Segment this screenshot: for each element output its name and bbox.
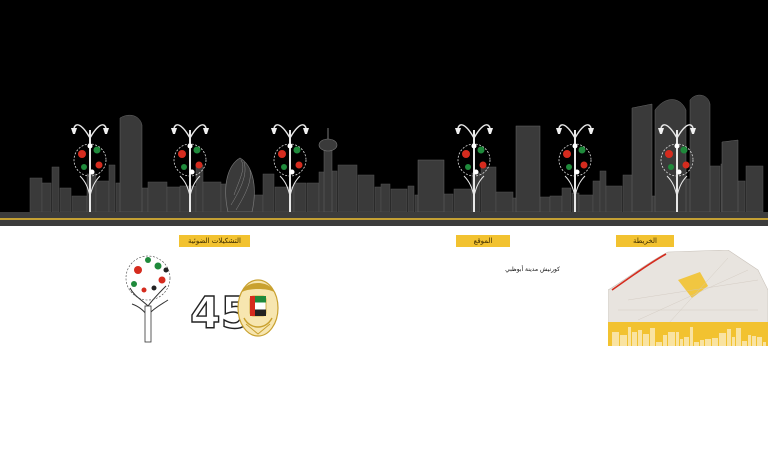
- map-corniche-route: [611, 253, 667, 291]
- observation-tower-shaft: [323, 149, 333, 213]
- street-lamps: [71, 124, 696, 212]
- section-tag-map: الخريطة: [616, 235, 674, 247]
- uae-emblem-icon: [237, 279, 279, 337]
- street-lamp-icon: [171, 124, 209, 212]
- street-lamp-icon: [556, 124, 594, 212]
- street-lamp-icon: [271, 124, 309, 212]
- section-tag-location: الموقع: [456, 235, 510, 247]
- street-lamp-icon: [658, 124, 696, 212]
- street-lamp-icon: [71, 124, 109, 212]
- curved-tower-left: [119, 114, 143, 213]
- location-map: [608, 250, 768, 346]
- twin-towers-right: [631, 103, 653, 213]
- section-tag-lights: التشكيلات الضوئية: [179, 235, 250, 247]
- observation-tower-pod: [318, 138, 338, 152]
- street-lamp-icon: [455, 124, 493, 212]
- light-formation-design: 45: [125, 255, 279, 343]
- gherkin-tower: [225, 157, 255, 213]
- flag-tree-icon: [125, 255, 171, 343]
- skyline-hero: [0, 0, 768, 232]
- landmark-buildings: [119, 94, 739, 213]
- location-value: كورنيش مدينة أبوظبي: [505, 266, 560, 273]
